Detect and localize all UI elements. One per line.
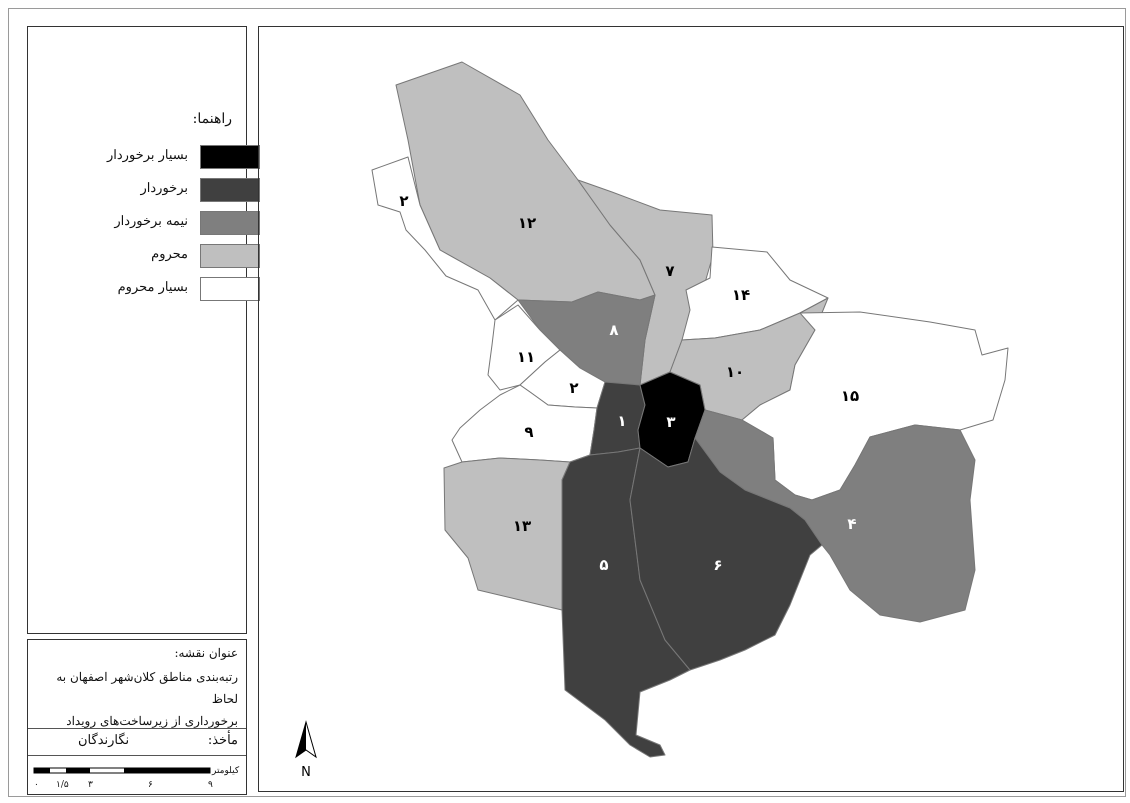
legend-item-very-deprived: بسیار محروم	[28, 277, 260, 301]
scale-tick: ۱/۵	[56, 780, 69, 790]
region-label-6: ۶	[713, 556, 722, 574]
region-label-9: ۹	[524, 423, 533, 441]
region-6[interactable]	[629, 437, 823, 671]
region-label-11: ۱۱	[517, 348, 535, 366]
legend-swatch	[200, 211, 260, 235]
legend-item-high: برخوردار	[28, 178, 260, 202]
region-label-4: ۴	[847, 515, 856, 533]
legend-label: محروم	[151, 247, 188, 262]
north-label: N	[301, 765, 311, 780]
map-title-label: عنوان نقشه:	[174, 646, 238, 660]
region-label-15: ۱۵	[841, 387, 859, 405]
scale-tick: ۶	[148, 780, 153, 790]
region-label-10: ۱۰	[726, 363, 744, 381]
map-title-line: برخورداری از زیرساخت‌های رویداد	[66, 714, 238, 728]
legend-swatch	[200, 277, 260, 301]
region-label-3: ۳	[666, 413, 675, 431]
map-canvas: ۱۲ ۲ ۷ ۱۴ ۸ ۱۱ ۱۰ ۱۵ ۲ ۹ ۱ ۳ ۱۳ ۴ ۵ ۶ N	[295, 61, 1009, 780]
region-label-12: ۱۲	[518, 214, 536, 232]
region-13[interactable]	[443, 457, 571, 611]
scale-bar	[33, 767, 211, 774]
region-label-7: ۷	[665, 262, 674, 280]
legend-swatch	[200, 145, 260, 169]
region-label-2a: ۲	[399, 192, 408, 210]
region-label-14: ۱۴	[732, 286, 750, 304]
source-value: نگارندگان	[78, 733, 130, 748]
region-label-5: ۵	[599, 556, 608, 574]
legend-title: راهنما:	[192, 111, 232, 127]
legend-item-very-high: بسیار برخوردار	[28, 145, 260, 169]
map-title-text: رتبه‌بندی مناطق کلان‌شهر اصفهان به لحاظ …	[34, 666, 238, 732]
region-label-8: ۸	[609, 321, 618, 339]
legend-panel: راهنما: بسیار برخوردار برخوردار نیمه برخ…	[27, 26, 260, 634]
legend-label: بسیار محروم	[117, 280, 188, 295]
region-12[interactable]	[395, 61, 656, 303]
map-info-panel: عنوان نقشه: رتبه‌بندی مناطق کلان‌شهر اصف…	[27, 639, 247, 795]
legend-swatch	[200, 178, 260, 202]
region-2a[interactable]	[371, 156, 519, 321]
scale-tick: ۰	[34, 780, 39, 790]
map-frame	[8, 8, 1126, 797]
legend-label: نیمه برخوردار	[114, 214, 188, 229]
region-label-2b: ۲	[569, 379, 578, 397]
source-label: مأخذ:	[207, 733, 238, 748]
legend-label: بسیار برخوردار	[106, 148, 188, 163]
map-panel	[258, 26, 1124, 792]
region-5[interactable]	[561, 447, 691, 758]
region-label-13: ۱۳	[513, 517, 531, 535]
legend-item-deprived: محروم	[28, 244, 260, 268]
map-title-line: رتبه‌بندی مناطق کلان‌شهر اصفهان به لحاظ	[56, 670, 238, 706]
source-row: مأخذ: نگارندگان	[28, 728, 246, 756]
region-label-1: ۱	[617, 412, 626, 430]
legend-item-medium: نیمه برخوردار	[28, 211, 260, 235]
legend-swatch	[200, 244, 260, 268]
scale-tick: ۹	[208, 780, 213, 790]
north-arrow-icon: N	[295, 720, 317, 780]
legend-label: برخوردار	[140, 181, 189, 196]
scale-tick: ۳	[88, 780, 93, 790]
scale-unit: کیلومتر	[212, 766, 240, 776]
